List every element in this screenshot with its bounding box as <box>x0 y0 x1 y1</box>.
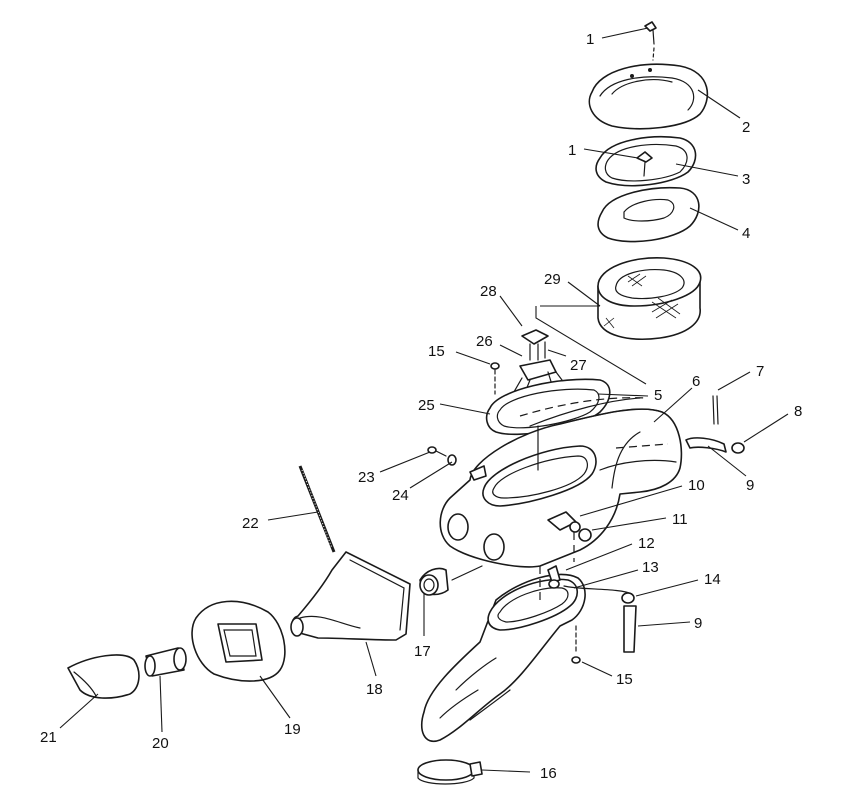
callout-21: 21 <box>40 729 57 746</box>
filter-plate-4 <box>597 186 700 243</box>
wing-nut-middle <box>636 151 653 177</box>
callout-9-lower: 9 <box>694 615 702 632</box>
screw-23-washer-24 <box>427 446 457 466</box>
clamp-16 <box>417 759 483 785</box>
callout-6: 6 <box>692 373 700 390</box>
callout-9-upper: 9 <box>746 477 754 494</box>
callout-29: 29 <box>544 271 561 288</box>
airbox-body <box>439 408 683 568</box>
leader-lines <box>59 27 789 773</box>
callout-4: 4 <box>742 225 750 242</box>
callout-3: 3 <box>742 171 750 188</box>
callout-28: 28 <box>480 283 497 300</box>
callout-15-lower: 15 <box>616 671 633 688</box>
filter-mesh <box>603 273 681 329</box>
callout-25: 25 <box>418 397 435 414</box>
callout-17: 17 <box>414 643 431 660</box>
callout-23: 23 <box>358 469 375 486</box>
breather-hose <box>685 395 745 454</box>
callout-16: 16 <box>540 765 557 782</box>
callout-1-middle: 1 <box>568 142 576 159</box>
callout-2: 2 <box>742 119 750 136</box>
sleeve-17 <box>419 567 449 596</box>
callout-26: 26 <box>476 333 493 350</box>
airbox-cover <box>588 63 709 130</box>
callout-13: 13 <box>642 559 659 576</box>
callout-15-upper: 15 <box>428 343 445 360</box>
callout-14: 14 <box>704 571 721 588</box>
screw-15-lower <box>571 625 581 664</box>
filter-element-29 <box>597 257 702 340</box>
drain-fitting <box>547 565 637 653</box>
callout-18: 18 <box>366 681 383 698</box>
long-screw-22 <box>298 465 336 553</box>
tube-20 <box>144 647 187 677</box>
callout-8: 8 <box>794 403 802 420</box>
cover-cap-21 <box>67 654 140 699</box>
intake-boot-18 <box>290 551 411 641</box>
callout-1-top: 1 <box>586 31 594 48</box>
callout-7: 7 <box>756 363 764 380</box>
wing-nut-top <box>644 21 657 61</box>
adapter-19 <box>191 600 286 682</box>
callout-labels: 1 2 1 3 4 29 28 26 27 15 5 6 7 8 25 9 23… <box>40 31 802 782</box>
callout-22: 22 <box>242 515 259 532</box>
callout-5: 5 <box>654 387 662 404</box>
callout-20: 20 <box>152 735 169 752</box>
callout-12: 12 <box>638 535 655 552</box>
screw-15-upper <box>490 362 500 395</box>
callout-19: 19 <box>284 721 301 738</box>
callout-10: 10 <box>688 477 705 494</box>
callout-11: 11 <box>672 511 688 528</box>
lower-air-duct <box>420 573 586 743</box>
callout-24: 24 <box>392 487 409 504</box>
callout-27: 27 <box>570 357 587 374</box>
